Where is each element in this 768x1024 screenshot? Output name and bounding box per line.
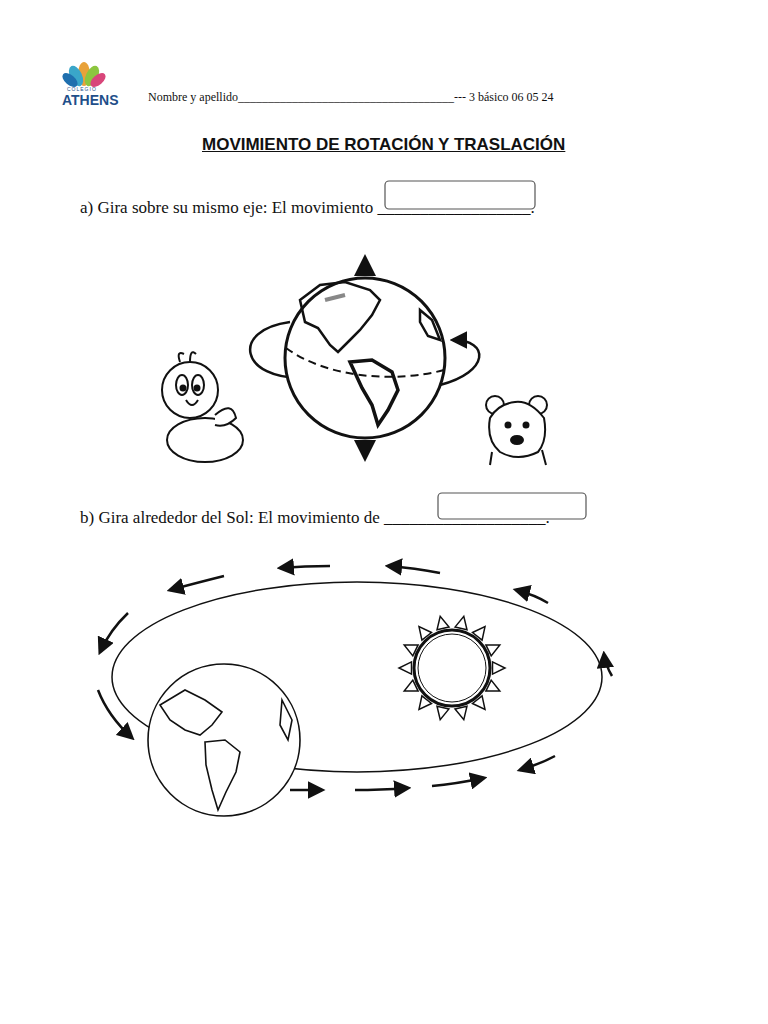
- sun-ray: [404, 680, 418, 691]
- sun-ray: [437, 706, 449, 720]
- sun-ray: [404, 645, 418, 656]
- rotation-earth: [250, 254, 479, 462]
- sun: [399, 616, 505, 719]
- bird-character: [162, 352, 243, 462]
- sun-ray: [455, 616, 467, 630]
- sun-ray: [455, 706, 467, 720]
- sun-ray: [473, 627, 486, 641]
- school-logo: [60, 62, 108, 90]
- name-line: Nombre y apellido_______________________…: [148, 90, 554, 105]
- translation-earth: [148, 664, 300, 816]
- sun-ray: [399, 662, 412, 674]
- question-a: a) Gira sobre su mismo eje: El movimient…: [80, 198, 535, 218]
- sun-ray: [493, 662, 506, 674]
- logo-caption: COLEGIO: [67, 86, 97, 92]
- sun-ray: [473, 696, 486, 710]
- sun-ray: [419, 627, 432, 641]
- question-b: b) Gira alrededor del Sol: El movimiento…: [80, 508, 550, 528]
- sun-ray: [486, 680, 500, 691]
- sun-ray: [419, 696, 432, 710]
- logo-name: ATHENS: [62, 92, 119, 108]
- sun-ray: [486, 645, 500, 656]
- bear-character: [486, 396, 547, 465]
- worksheet-title: MOVIMIENTO DE ROTACIÓN Y TRASLACIÓN: [202, 135, 565, 155]
- sun-ray: [437, 616, 449, 630]
